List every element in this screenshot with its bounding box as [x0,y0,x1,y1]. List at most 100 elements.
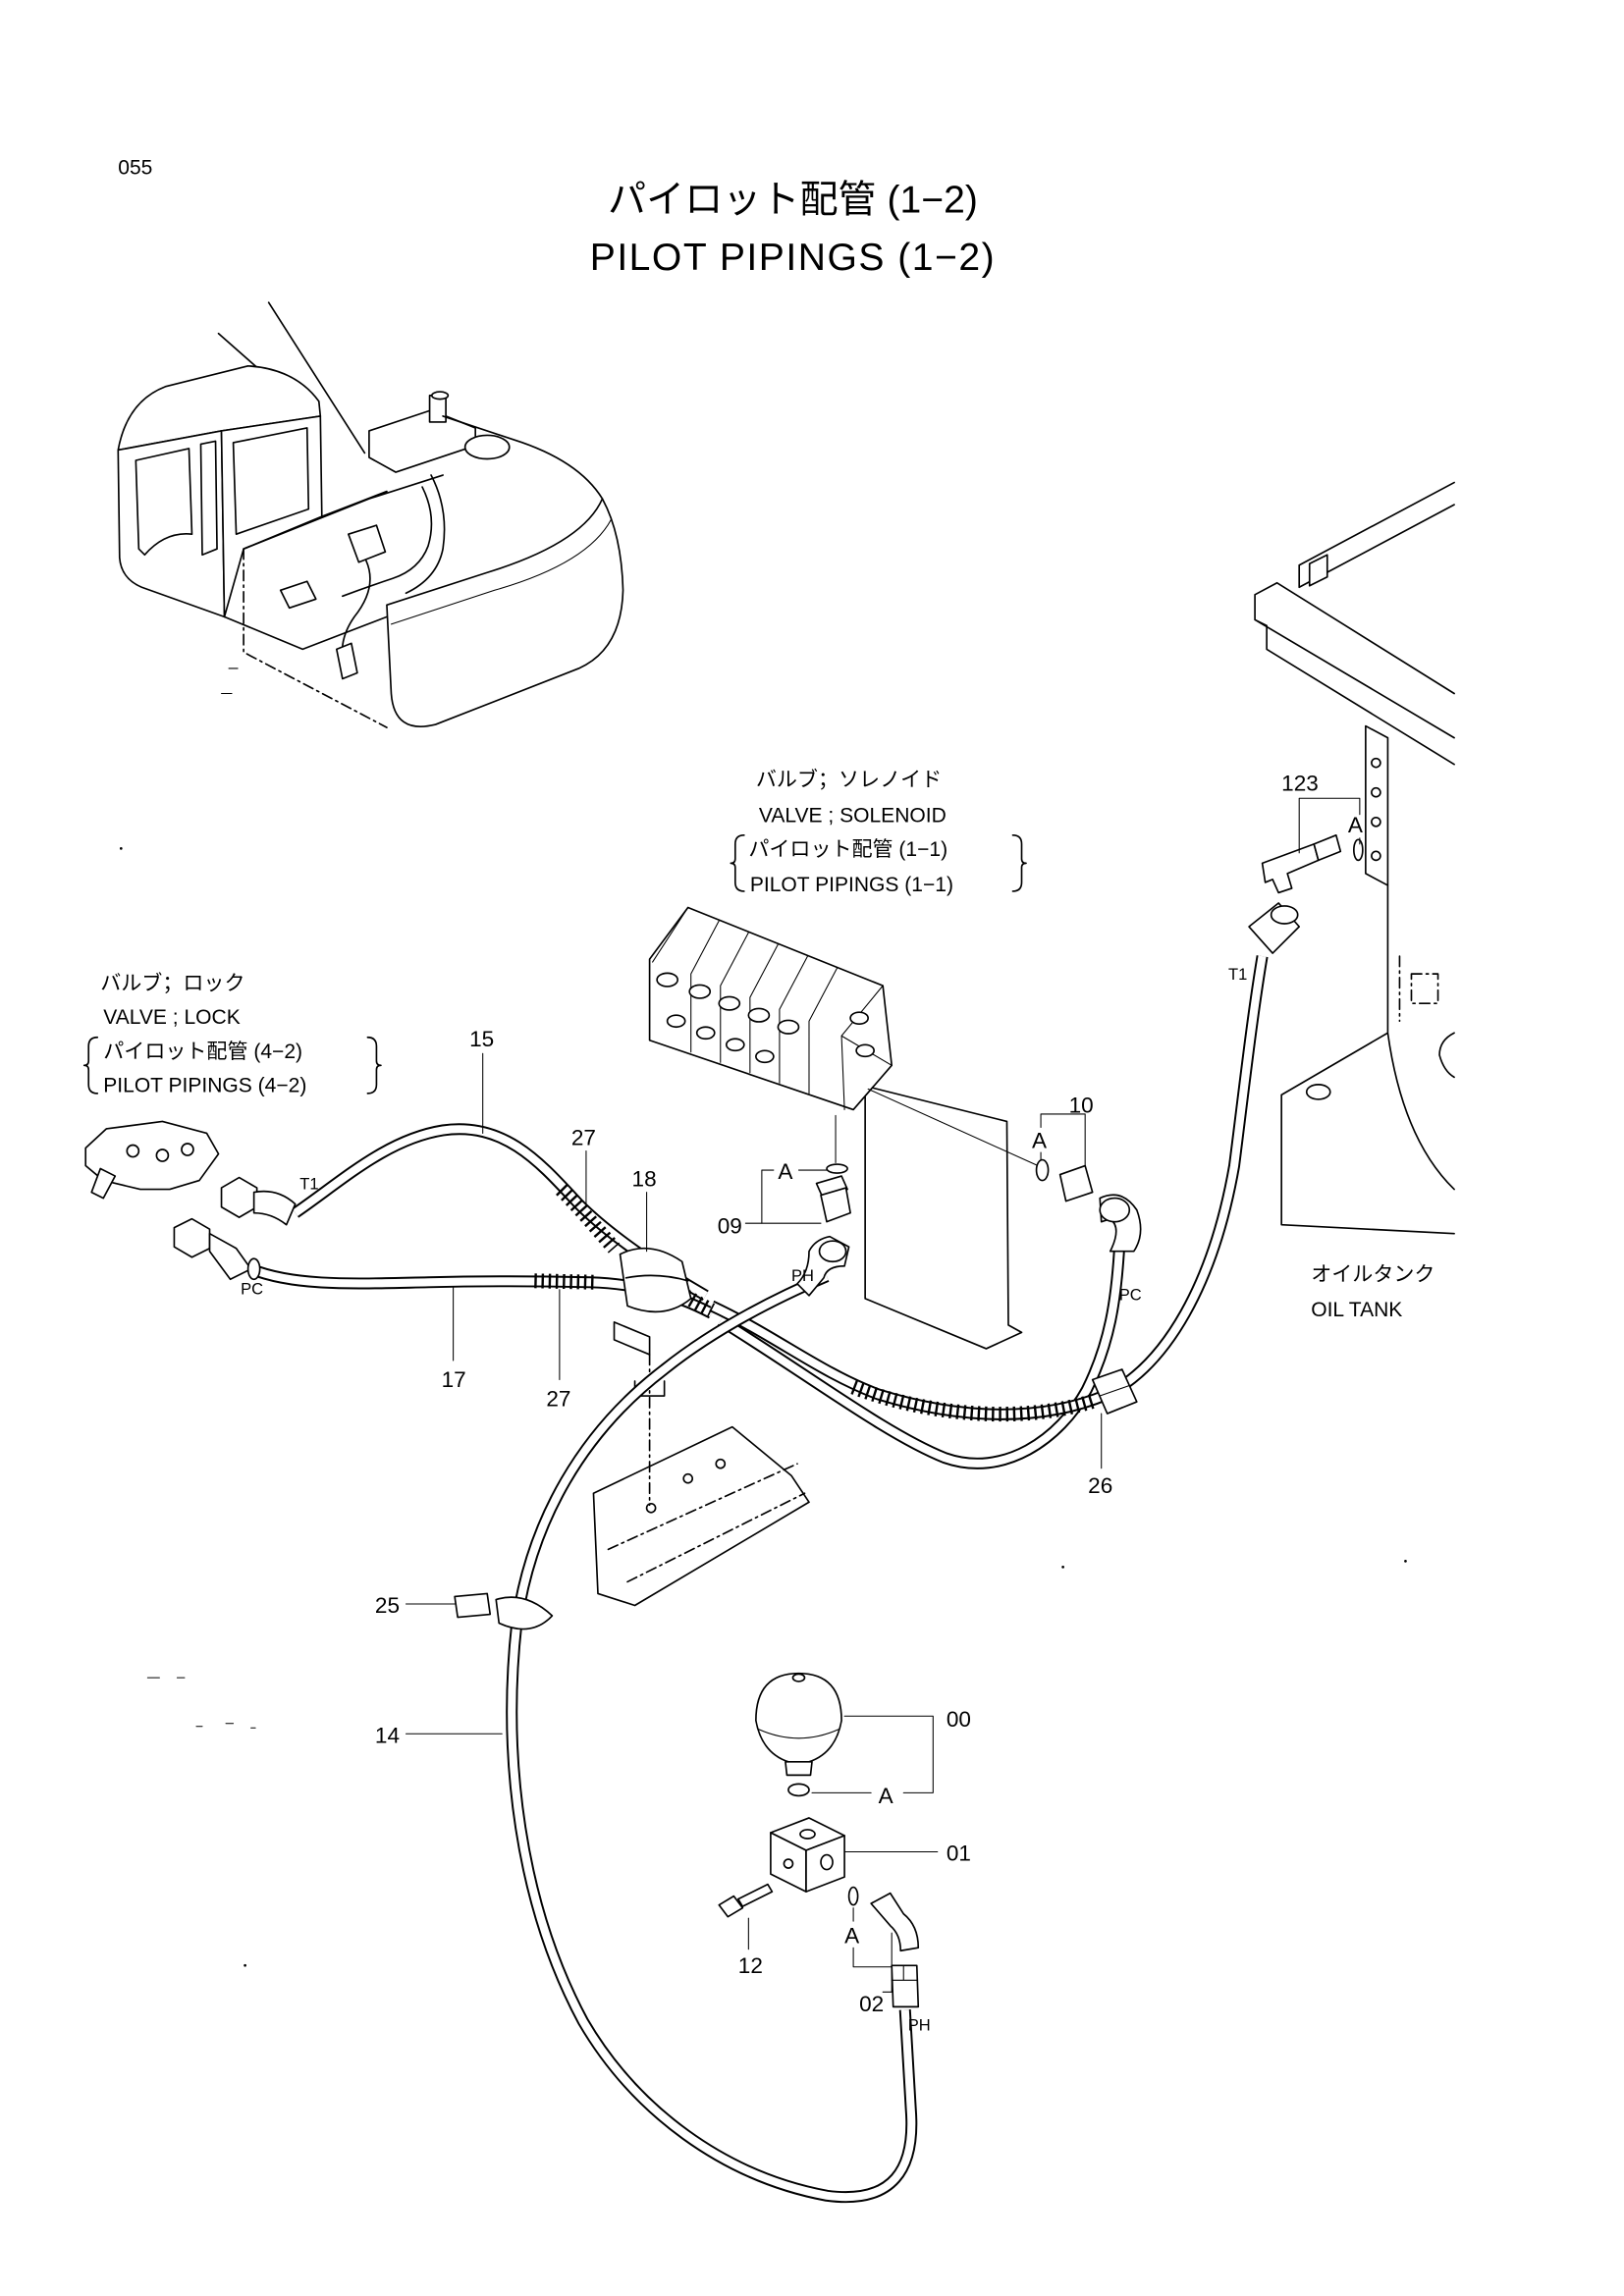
part-ref-a-02: A [844,1924,859,1949]
part-number-12: 12 [738,1953,763,1978]
print-marks [119,846,1407,1967]
port-label-solenoid-pc: PC [1119,1285,1142,1304]
protector-27-lower [534,1273,597,1290]
solenoid-port-8 [725,1038,745,1052]
part-number-15: 15 [469,1027,494,1051]
scan-dot-4 [1061,1566,1064,1569]
ph-hose-fitting-hex [891,1964,918,1981]
tee-123-adapter [1313,833,1342,862]
hose-pc-solenoid-core [718,1251,1123,1468]
plate-hole-1 [1371,757,1381,769]
solenoid-outlet-port-1 [849,1011,869,1026]
ph-hose-fitting [891,1964,920,2008]
elbow-02 [870,1892,920,1952]
solenoid-valve-name-en: VALVE ; SOLENOID [759,804,947,827]
accumulator-seam [758,1729,839,1739]
hose-14-core [508,1272,916,2202]
leader-123 [1298,797,1361,854]
mount-plate-outline [592,1425,810,1607]
solenoid-ref-brace-right [1011,833,1027,892]
hose-clamp-18 [613,1247,692,1356]
leader-a-02 [852,1907,893,1968]
solenoid-valve-assembly [648,906,1039,1350]
solenoid-port-5 [777,1019,800,1035]
lock-valve-ref-ja: パイロット配管 (4−2) [103,1040,302,1063]
callout-brackets [82,833,1027,1095]
solenoid-port-3 [718,995,741,1011]
lock-ref-brace-right [366,1036,382,1095]
hose-17-end-sleeve [246,1257,261,1281]
fitting-10-assembly-line [867,1088,1039,1167]
counterweight-top-line [390,518,613,625]
hose-14-outline [506,1270,918,2204]
valve-mounting-bracket [864,1085,1023,1350]
lock-valve-name-ja: バルブ；ロック [100,972,244,995]
scan-dot-2 [1404,1560,1407,1563]
accumulator-assembly [718,1672,920,2008]
plate-hole-4 [1371,850,1381,862]
bolt-12-head [718,1895,744,1918]
solenoid-port-2 [688,984,712,999]
part-number-123: 123 [1281,772,1319,796]
part-number-01: 01 [947,1842,971,1866]
lock-t1-elbow [252,1190,297,1226]
part-number-25: 25 [375,1593,400,1618]
port-label-lock-t1: T1 [299,1175,318,1194]
solenoid-valve-ref-en: PILOT PIPINGS (1−1) [750,874,953,896]
o-ring-123 [1353,838,1364,862]
solenoid-port-7 [695,1026,716,1041]
tank-top-rail-block [1308,554,1328,587]
tank-body-edges [1280,884,1455,1235]
part-number-26: 26 [1088,1473,1112,1498]
o-ring-00 [787,1783,810,1797]
part-ref-a-09: A [778,1159,792,1184]
overview-lock-valve [279,580,317,610]
solenoid-fittings [796,833,1364,1415]
overview-solenoid-valve [348,524,387,563]
fitting-26 [1091,1368,1138,1415]
fitting-26-hex-line [1099,1384,1130,1397]
excavator-overview [117,301,624,728]
lock-valve-bolt-2 [155,1148,170,1162]
accumulator-00 [755,1672,842,1763]
tee-123 [1261,843,1320,894]
protector-27-upper [556,1184,621,1254]
port-label-accumulator-ph: PH [908,2015,931,2034]
oil-tank-name-en: OIL TANK [1311,1299,1402,1321]
ph-elbow-nut [818,1240,847,1263]
clip-25-stud [454,1592,492,1619]
upper-structure-lower-edge [223,615,388,651]
part-number-27-upper: 27 [571,1125,596,1149]
solenoid-port-4 [747,1007,771,1023]
tank-t1-fitting-nut [1270,905,1299,925]
filler-cap-top [430,391,450,400]
part-number-17: 17 [442,1367,466,1392]
oil-tank-name-ja: オイルタンク [1311,1263,1435,1286]
solenoid-valve-ref-ja: パイロット配管 (1−1) [748,837,947,861]
mount-plate-hole-3 [715,1458,727,1469]
plate-hole-3 [1371,816,1381,828]
solenoid-port-1 [656,972,678,988]
tank-hidden-fitting [1398,955,1439,1023]
lock-ref-brace-left [82,1036,99,1095]
hose-clip-25 [454,1592,554,1630]
part-number-09: 09 [718,1214,742,1239]
deck-edge-upper [442,415,604,500]
part-number-02: 02 [859,1992,884,2016]
o-ring-09 [826,1163,848,1174]
scan-dot-3 [244,1963,246,1967]
part-number-14: 14 [375,1723,400,1747]
boom-line-right [267,301,366,454]
title-english: PILOT PIPINGS (1−2) [590,237,996,279]
part-ref-a-10: A [1032,1129,1047,1153]
pc-elbow-nut [1099,1197,1131,1223]
lock-valve-bolt-3 [181,1143,194,1156]
solenoid-port-9 [755,1049,775,1064]
fitting-09-body [820,1187,851,1223]
block-01-port-top [799,1829,816,1840]
port-label-tank-t1: T1 [1228,965,1247,984]
tank-plug [1305,1084,1331,1100]
clamp-body [619,1247,692,1313]
overview-pilot-hose-c [405,474,446,595]
